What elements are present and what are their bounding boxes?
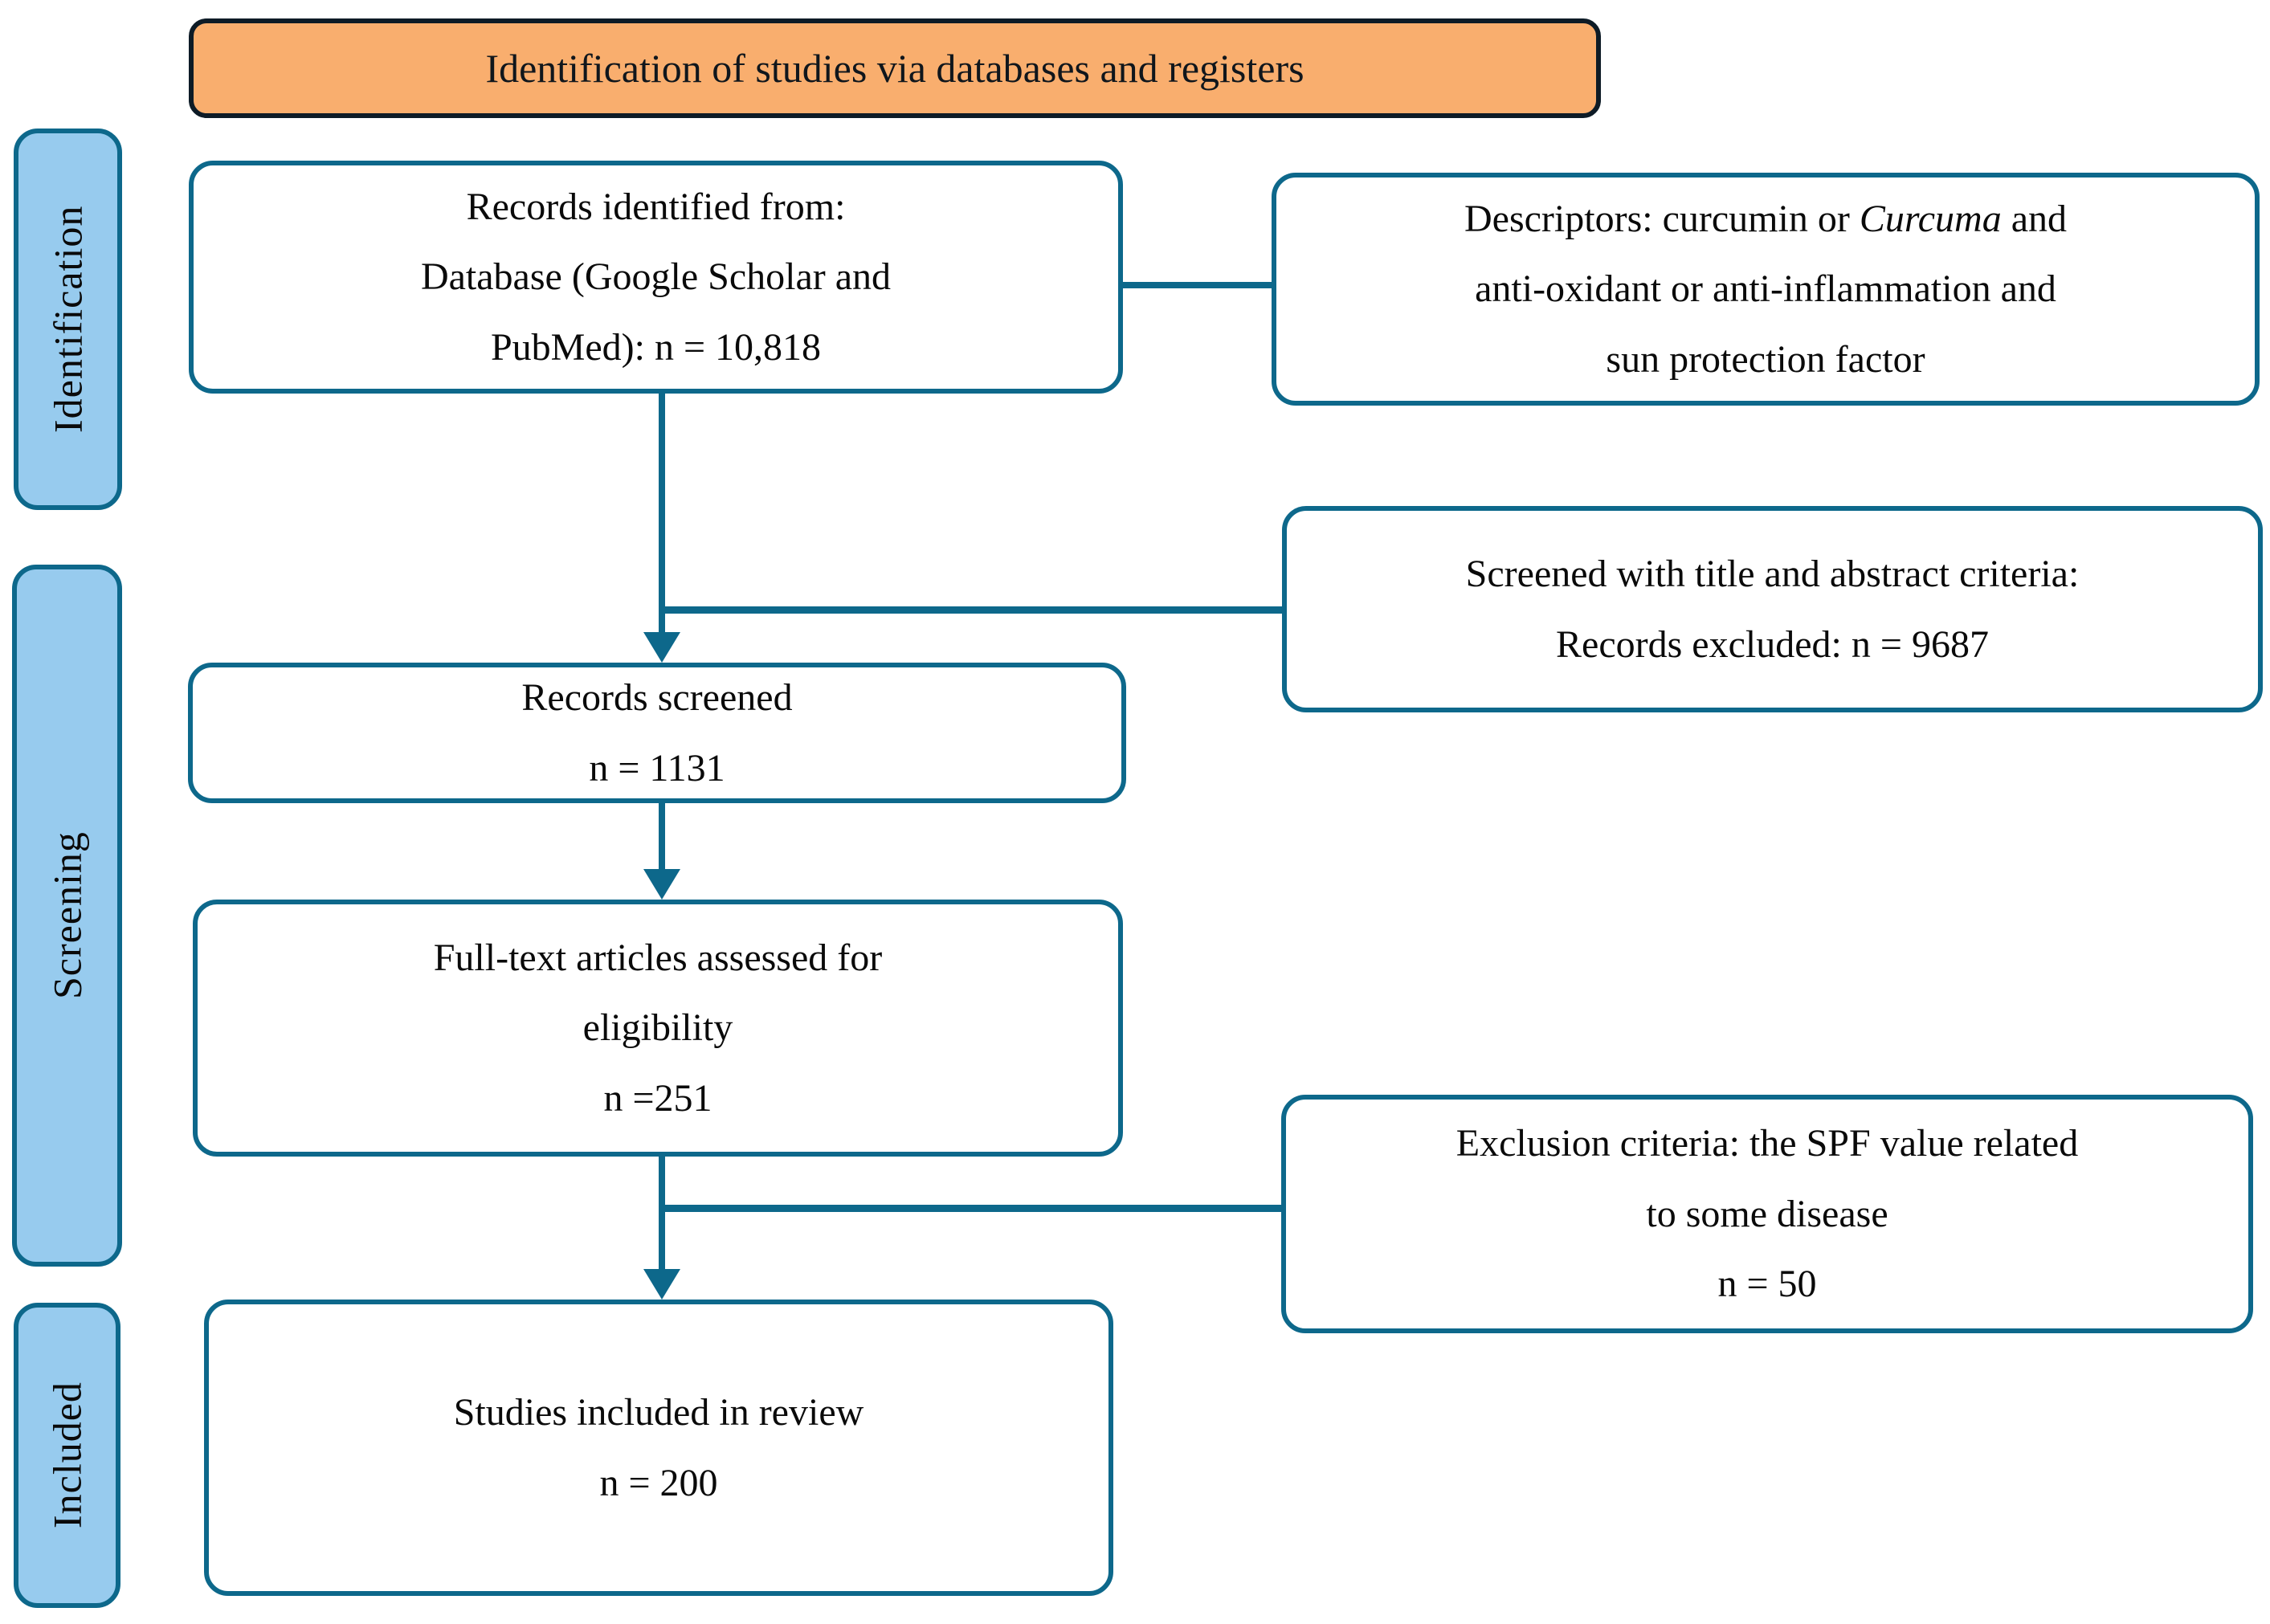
phase-label-identification: Identification bbox=[14, 129, 122, 510]
phase-label-screening-text: Screening bbox=[44, 831, 90, 1000]
connector-records-to-descriptors bbox=[1123, 282, 1272, 288]
phase-label-included-text: Included bbox=[44, 1381, 90, 1529]
connector-identified-to-screened-line bbox=[659, 392, 665, 635]
diagram-title-banner: Identification of studies via databases … bbox=[189, 18, 1601, 118]
connector-fulltext-to-included-line bbox=[659, 1155, 665, 1272]
connector-branch-to-records-excluded bbox=[659, 606, 1282, 614]
arrowhead-fulltext-to-included bbox=[643, 1269, 680, 1300]
records-screened-text: Records screened n = 1131 bbox=[521, 676, 793, 790]
connector-screened-to-fulltext-line bbox=[659, 802, 665, 872]
diagram-title-text: Identification of studies via databases … bbox=[485, 45, 1304, 91]
records-identified-text: Records identified from: Database (Googl… bbox=[420, 185, 892, 369]
exclusion-criteria-text: Exclusion criteria: the SPF value relate… bbox=[1455, 1122, 2079, 1306]
descriptors-box: Descriptors: curcumin or Curcuma and ant… bbox=[1272, 173, 2260, 406]
records-screened-box: Records screened n = 1131 bbox=[188, 663, 1126, 803]
phase-label-included: Included bbox=[14, 1303, 120, 1608]
arrowhead-identified-to-screened bbox=[643, 632, 680, 663]
records-excluded-text: Screened with title and abstract criteri… bbox=[1465, 553, 2080, 666]
exclusion-criteria-box: Exclusion criteria: the SPF value relate… bbox=[1281, 1095, 2253, 1333]
arrowhead-screened-to-fulltext bbox=[643, 869, 680, 900]
records-excluded-box: Screened with title and abstract criteri… bbox=[1282, 506, 2263, 712]
fulltext-assessed-text: Full-text articles assessed for eligibil… bbox=[433, 936, 883, 1120]
records-identified-box: Records identified from: Database (Googl… bbox=[189, 161, 1123, 394]
descriptors-italic-term: Curcuma bbox=[1859, 197, 2002, 240]
studies-included-box: Studies included in review n = 200 bbox=[204, 1300, 1113, 1596]
phase-label-identification-text: Identification bbox=[45, 205, 91, 434]
descriptors-text: Descriptors: curcumin or Curcuma and ant… bbox=[1464, 197, 2068, 381]
connector-branch-to-exclusion bbox=[659, 1205, 1281, 1212]
phase-label-screening: Screening bbox=[12, 565, 122, 1267]
studies-included-text: Studies included in review n = 200 bbox=[453, 1391, 864, 1504]
fulltext-assessed-box: Full-text articles assessed for eligibil… bbox=[193, 900, 1123, 1157]
